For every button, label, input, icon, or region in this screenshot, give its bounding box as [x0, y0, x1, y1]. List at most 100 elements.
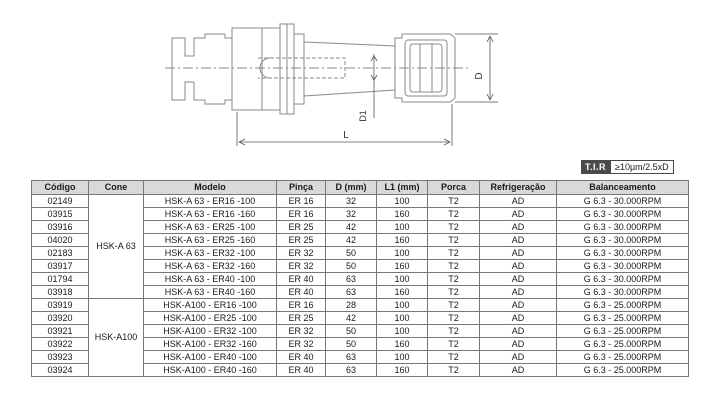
- cell-l1-mm: 100: [376, 298, 428, 312]
- cell-porca: T2: [427, 233, 480, 247]
- cell-porca: T2: [427, 350, 480, 364]
- cell-modelo: HSK-A100 - ER40 -160: [143, 363, 277, 377]
- cell-d-mm: 32: [325, 194, 377, 208]
- cell-refrigeracao: AD: [479, 194, 557, 208]
- cell-pinca: ER 32: [276, 246, 326, 260]
- cell-l1-mm: 100: [376, 246, 428, 260]
- cell-balanceamento: G 6.3 - 30.000RPM: [556, 285, 689, 299]
- header-refrigeracao: Refrigeração: [479, 180, 557, 195]
- cell-balanceamento: G 6.3 - 25.000RPM: [556, 311, 689, 325]
- header-l1: L1 (mm): [376, 180, 428, 195]
- cell-cone: HSK-A100: [88, 298, 144, 377]
- cell-codigo: 02149: [31, 194, 89, 208]
- header-porca: Porca: [427, 180, 480, 195]
- cell-modelo: HSK-A 63 - ER32 -160: [143, 259, 277, 273]
- cell-pinca: ER 16: [276, 298, 326, 312]
- cell-balanceamento: G 6.3 - 30.000RPM: [556, 207, 689, 221]
- cell-codigo: 03923: [31, 350, 89, 364]
- cell-modelo: HSK-A100 - ER25 -100: [143, 311, 277, 325]
- cell-refrigeracao: AD: [479, 272, 557, 286]
- cell-pinca: ER 32: [276, 259, 326, 273]
- cell-porca: T2: [427, 220, 480, 234]
- cell-refrigeracao: AD: [479, 324, 557, 338]
- cell-porca: T2: [427, 194, 480, 208]
- header-balanceamento: Balanceamento: [556, 180, 689, 195]
- cell-codigo: 03922: [31, 337, 89, 351]
- cell-balanceamento: G 6.3 - 30.000RPM: [556, 246, 689, 260]
- header-modelo: Modelo: [143, 180, 277, 195]
- cell-balanceamento: G 6.3 - 30.000RPM: [556, 194, 689, 208]
- cell-l1-mm: 100: [376, 311, 428, 325]
- cell-modelo: HSK-A 63 - ER25 -100: [143, 220, 277, 234]
- cell-pinca: ER 32: [276, 324, 326, 338]
- cell-d-mm: 63: [325, 350, 377, 364]
- cell-modelo: HSK-A 63 - ER16 -100: [143, 194, 277, 208]
- cell-modelo: HSK-A100 - ER32 -100: [143, 324, 277, 338]
- cell-balanceamento: G 6.3 - 25.000RPM: [556, 350, 689, 364]
- cell-d-mm: 50: [325, 246, 377, 260]
- cell-codigo: 01794: [31, 272, 89, 286]
- cell-modelo: HSK-A 63 - ER32 -100: [143, 246, 277, 260]
- dimension-l-label: L: [343, 130, 349, 141]
- cell-refrigeracao: AD: [479, 350, 557, 364]
- cell-codigo: 03918: [31, 285, 89, 299]
- cell-pinca: ER 32: [276, 337, 326, 351]
- cell-codigo: 03920: [31, 311, 89, 325]
- cell-codigo: 03916: [31, 220, 89, 234]
- cell-d-mm: 50: [325, 337, 377, 351]
- cell-codigo: 03917: [31, 259, 89, 273]
- cell-balanceamento: G 6.3 - 25.000RPM: [556, 298, 689, 312]
- cell-d-mm: 42: [325, 233, 377, 247]
- cell-pinca: ER 25: [276, 311, 326, 325]
- cell-d-mm: 28: [325, 298, 377, 312]
- cell-codigo: 03924: [31, 363, 89, 377]
- tir-badge: T.I.R ≥10µm/2.5xD: [581, 160, 674, 174]
- cell-porca: T2: [427, 285, 480, 299]
- cell-modelo: HSK-A100 - ER32 -160: [143, 337, 277, 351]
- cell-l1-mm: 160: [376, 233, 428, 247]
- cell-modelo: HSK-A100 - ER40 -100: [143, 350, 277, 364]
- cell-pinca: ER 40: [276, 285, 326, 299]
- cell-l1-mm: 100: [376, 194, 428, 208]
- cell-refrigeracao: AD: [479, 311, 557, 325]
- cell-l1-mm: 160: [376, 363, 428, 377]
- cell-l1-mm: 160: [376, 285, 428, 299]
- cell-refrigeracao: AD: [479, 246, 557, 260]
- cell-refrigeracao: AD: [479, 259, 557, 273]
- cell-balanceamento: G 6.3 - 30.000RPM: [556, 220, 689, 234]
- cell-porca: T2: [427, 324, 480, 338]
- dimension-d1-label: D1: [358, 110, 368, 122]
- cell-pinca: ER 40: [276, 272, 326, 286]
- header-codigo: Código: [31, 180, 89, 195]
- cell-refrigeracao: AD: [479, 298, 557, 312]
- cell-porca: T2: [427, 259, 480, 273]
- tool-holder-drawing: D D1 L: [165, 23, 498, 146]
- cell-codigo: 03919: [31, 298, 89, 312]
- cell-pinca: ER 25: [276, 233, 326, 247]
- cell-codigo: 03921: [31, 324, 89, 338]
- cell-balanceamento: G 6.3 - 25.000RPM: [556, 363, 689, 377]
- cell-refrigeracao: AD: [479, 285, 557, 299]
- cell-cone: HSK-A 63: [88, 194, 144, 299]
- cell-refrigeracao: AD: [479, 363, 557, 377]
- header-d: D (mm): [325, 180, 377, 195]
- specs-table: Código Cone Modelo Pinça D (mm) L1 (mm) …: [31, 180, 689, 377]
- cell-porca: T2: [427, 337, 480, 351]
- cell-l1-mm: 160: [376, 207, 428, 221]
- cell-codigo: 02183: [31, 246, 89, 260]
- cell-pinca: ER 40: [276, 350, 326, 364]
- tir-key: T.I.R: [581, 160, 611, 174]
- cell-d-mm: 63: [325, 285, 377, 299]
- cell-l1-mm: 160: [376, 259, 428, 273]
- cell-pinca: ER 40: [276, 363, 326, 377]
- cell-modelo: HSK-A100 - ER16 -100: [143, 298, 277, 312]
- cell-d-mm: 32: [325, 207, 377, 221]
- header-pinca: Pinça: [276, 180, 326, 195]
